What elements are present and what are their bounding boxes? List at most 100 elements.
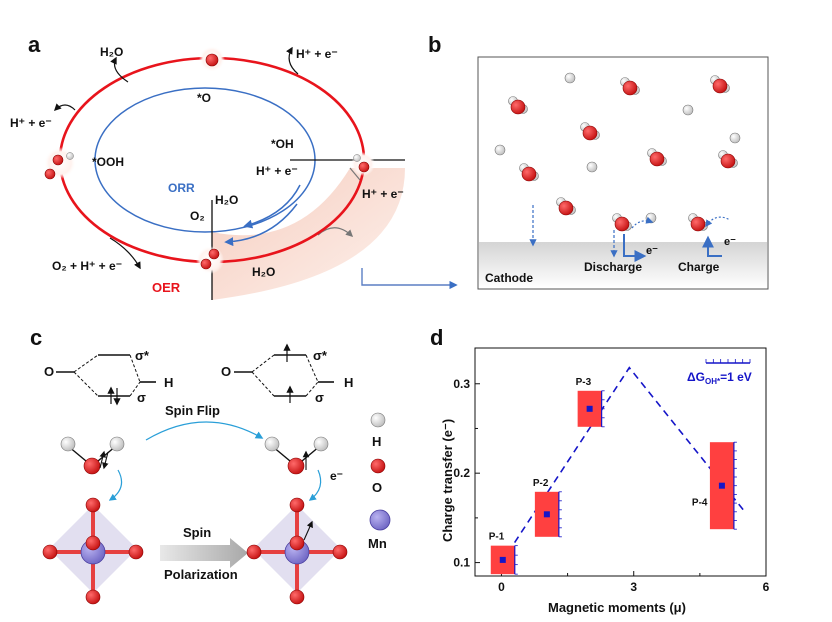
label-discharge: Discharge <box>584 260 642 274</box>
o-right-top <box>289 497 305 513</box>
water-oxygen <box>558 200 574 216</box>
mo-right-dash-2 <box>251 371 275 397</box>
label-h2o-inner: H₂O <box>215 193 238 207</box>
site-left-oxygen-2 <box>44 168 56 180</box>
arrow-o2-bottom <box>109 237 141 270</box>
h-left-1 <box>60 436 76 452</box>
fan-edge-arrow <box>349 167 361 181</box>
hydrogen-atom <box>729 132 741 144</box>
data-point-group: P-4 <box>692 441 737 530</box>
site-left-hydrogen <box>66 152 74 160</box>
water-oxygen <box>622 80 638 96</box>
arrow-h2o-top <box>110 56 129 83</box>
arrow-hplus-left <box>53 103 76 112</box>
h-right-1 <box>264 436 280 452</box>
label-oer: OER <box>152 280 181 295</box>
o-left-right <box>128 544 144 560</box>
mo-right-dash-4 <box>305 381 319 397</box>
data-point-label: P-4 <box>692 498 708 509</box>
data-point-label: P-1 <box>489 532 505 543</box>
data-point-group: P-2 <box>533 478 562 538</box>
spin-flip-arrow <box>145 421 264 441</box>
scale-bar-value: =1 eV <box>720 370 752 384</box>
hydrogen-atom <box>564 72 576 84</box>
label-e-discharge: e⁻ <box>646 245 658 257</box>
data-point-marker <box>718 482 725 489</box>
mo-right-o: O <box>221 364 231 379</box>
site-bottom-halo <box>196 246 224 274</box>
label-e-charge: e⁻ <box>724 236 736 248</box>
site-bottom-oxygen-2 <box>200 258 212 270</box>
legend-o-label: O <box>372 480 382 495</box>
data-point-group: P-3 <box>576 377 605 428</box>
o-right-left <box>246 544 262 560</box>
x-tick-label: 0 <box>498 580 505 594</box>
data-point-group: P-1 <box>489 532 518 575</box>
adsorption-arrow-left <box>108 469 123 501</box>
water-oxygen <box>582 125 598 141</box>
data-point-marker <box>543 511 550 518</box>
water-left <box>60 436 125 501</box>
fan-curve-arrow <box>317 227 354 237</box>
h2o-shaded-region <box>212 168 405 300</box>
adsorption-arrow-right <box>308 469 322 501</box>
legend-h-label: H <box>372 434 381 449</box>
mo-right-sigma-star: σ* <box>313 348 328 363</box>
label-hplus-top-right: H⁺ + e⁻ <box>296 47 338 61</box>
water-oxygen <box>649 151 665 167</box>
water-right: e⁻ <box>264 436 343 501</box>
connector-a-to-b <box>361 268 458 290</box>
data-points: P-1 P-2 P-3P-4 <box>489 377 737 575</box>
x-tick-label: 3 <box>630 580 637 594</box>
hydrogen-atom <box>494 144 506 156</box>
site-right-hydrogen <box>353 154 361 162</box>
legend-mn-swatch <box>369 509 391 531</box>
scale-bar-delta-g: ΔG <box>687 370 705 384</box>
label-o2-inner: O₂ <box>190 209 205 223</box>
label-star-ooh: *OOH <box>92 155 124 169</box>
y-tick-label: 0.1 <box>453 556 470 570</box>
scale-bar-subscript: OH* <box>705 377 721 386</box>
dotted-arrow-discharge <box>631 216 654 229</box>
scale-bar: ΔGOH*=1 eV <box>687 359 752 386</box>
mo-left-o: O <box>44 364 54 379</box>
mo-left-dash-1 <box>73 354 99 373</box>
label-h2o-bottom: H₂O <box>252 265 275 279</box>
orr-arrow-2 <box>224 203 298 247</box>
label-spin: Spin <box>183 525 211 540</box>
orr-arrow-1 <box>243 184 301 229</box>
o-right-right <box>332 544 348 560</box>
site-bottom-oxygen-1 <box>208 248 220 260</box>
legend-h-swatch <box>370 412 386 428</box>
charge-electron-arrow <box>702 235 722 257</box>
label-star-o: *O <box>197 91 211 105</box>
o-right-bottom <box>289 589 305 605</box>
x-axis-label: Magnetic moments (μ) <box>548 600 686 615</box>
site-top-oxygen <box>205 53 219 67</box>
label-o2-bottom: O₂ + H⁺ + e⁻ <box>52 259 122 273</box>
mo-left-dash-4 <box>129 381 141 397</box>
water-oxygen <box>720 153 736 169</box>
spin-polarization-arrow <box>160 538 248 568</box>
h-right-2 <box>313 436 329 452</box>
label-hplus-mid: H⁺ + e⁻ <box>256 164 298 178</box>
label-polarization: Polarization <box>164 567 238 582</box>
water-oxygen <box>510 99 526 115</box>
site-right-oxygen <box>358 161 370 173</box>
dotted-arrow-charge <box>705 216 731 228</box>
label-hplus-right: H⁺ + e⁻ <box>362 187 404 201</box>
data-point-marker <box>586 405 593 412</box>
mo-diagram-left: O H σ* σ <box>44 348 173 406</box>
mo-right-dash-1 <box>251 354 275 373</box>
o-right-upper <box>289 535 305 551</box>
octahedron-right <box>246 497 348 605</box>
mo-left-sigma-star: σ* <box>135 348 150 363</box>
arrow-hplus-top <box>286 46 299 75</box>
legend-mn-label: Mn <box>368 536 387 551</box>
hydrogen-atom <box>586 161 598 173</box>
discharge-electron-arrow <box>623 234 647 262</box>
hydrogen-atom <box>682 104 694 116</box>
data-point-label: P-3 <box>576 377 592 388</box>
